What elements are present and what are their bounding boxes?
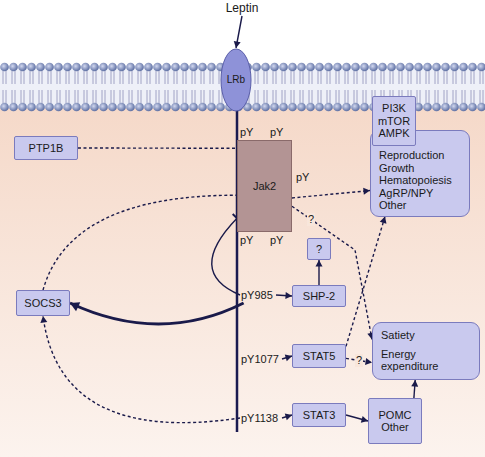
inhibition-connector — [43, 189, 237, 290]
arrowhead — [365, 358, 372, 365]
node-text: Satiety — [381, 329, 447, 342]
arrow-connector — [234, 16, 242, 48]
receptor-ellipse-outline — [221, 49, 251, 111]
node-text: Energy expenditure — [381, 348, 447, 373]
arrowhead — [285, 414, 292, 421]
edge-label: ? — [307, 213, 315, 226]
arrow-connector — [276, 292, 292, 299]
arrow-connector — [316, 260, 323, 285]
connector-line — [292, 206, 372, 339]
phospho-label: pY — [270, 126, 283, 139]
phospho-label: pY — [270, 234, 283, 247]
arrowhead — [285, 292, 292, 299]
phospho-label: pY — [240, 234, 253, 247]
node-text: SHP-2 — [303, 290, 335, 303]
arrowhead — [285, 355, 292, 362]
arrow-connector — [292, 188, 370, 198]
connector-line — [212, 218, 240, 295]
arrowhead — [40, 316, 47, 323]
phosphosite-label: pY985 — [240, 287, 276, 303]
protein-box: SOCS3 — [16, 290, 70, 316]
node-text: Leptin — [226, 2, 259, 15]
receptor-ellipse: LRb — [220, 48, 252, 112]
connector-line — [43, 316, 240, 423]
kinase-box: Jak2 — [237, 140, 292, 232]
target-box: POMC Other — [368, 398, 422, 444]
arrow-connector — [40, 316, 240, 423]
cytoplasm — [0, 108, 485, 457]
arrow-connector — [282, 414, 292, 421]
phosphosite-label: pY1077 — [240, 351, 282, 367]
node-text: STAT3 — [303, 409, 336, 422]
arrow-connector — [346, 415, 368, 423]
connector-line — [70, 303, 244, 324]
pathway-box: PI3K mTOR AMPK — [372, 96, 416, 146]
protein-box: SHP-2 — [292, 285, 346, 307]
node-text: PI3K mTOR AMPK — [375, 102, 413, 140]
connector-line — [43, 195, 237, 290]
arrowhead — [361, 416, 368, 423]
phosphosite-label: pY1138 — [240, 410, 282, 426]
node-text: SOCS3 — [24, 297, 61, 310]
node-text: STAT5 — [303, 350, 336, 363]
node-text: pY1138 — [241, 412, 278, 425]
arrowhead — [234, 41, 241, 48]
node-text: PTP1B — [29, 142, 64, 155]
arrow-connector — [292, 206, 374, 339]
phosphatase-box: PTP1B — [14, 136, 78, 160]
phospho-label: pY — [240, 126, 253, 139]
inhibition-connector — [78, 142, 237, 154]
node-text: pY985 — [241, 289, 273, 302]
arrowhead — [316, 260, 323, 267]
protein-box: STAT5 — [292, 344, 346, 368]
connector-line — [292, 191, 370, 198]
phospho-label: pY — [296, 171, 309, 184]
node-text: pY1077 — [241, 353, 279, 366]
node-text: POMC Other — [374, 409, 416, 434]
protein-box: STAT3 — [292, 403, 346, 427]
outcome-box: SatietyEnergy expenditure — [372, 322, 480, 380]
ligand-label: Leptin — [220, 0, 264, 16]
unknown-box: ? — [307, 238, 331, 260]
arrow-connector — [70, 302, 244, 324]
connector-line — [78, 147, 237, 149]
arrow-connector — [411, 380, 418, 398]
arrowhead — [363, 188, 370, 195]
node-text: ? — [316, 243, 322, 256]
node-text: LRb — [227, 74, 245, 87]
node-text: Jak2 — [253, 180, 276, 193]
arrowhead — [70, 302, 80, 311]
arrow-connector — [282, 355, 292, 362]
node-text: Reproduction Growth Hematopoiesis AgRP/N… — [379, 149, 459, 212]
arrowhead — [380, 217, 387, 224]
edge-label: ? — [355, 354, 363, 367]
arrowhead — [411, 380, 418, 387]
